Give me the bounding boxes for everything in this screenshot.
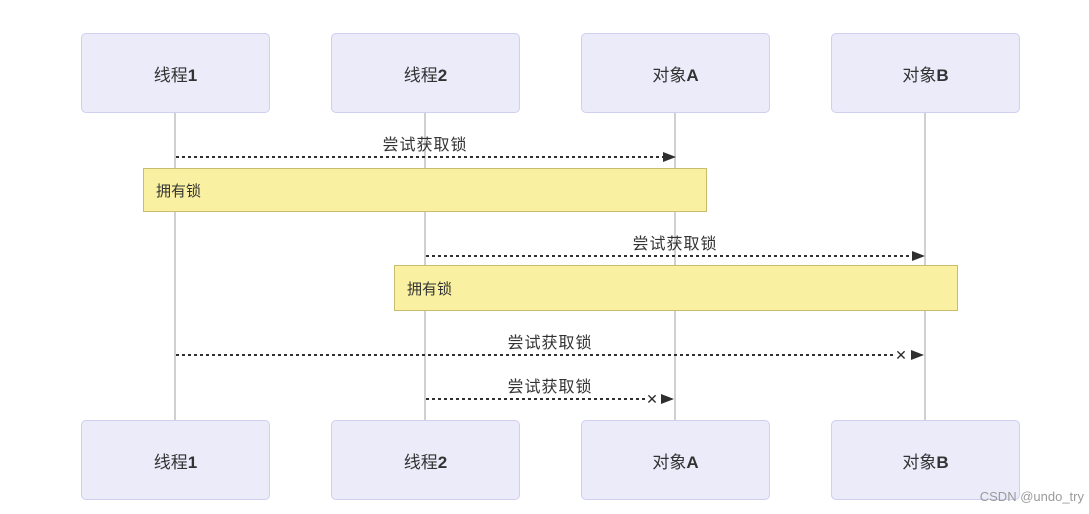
actor-label: 线程2 [403, 452, 448, 472]
message-label-1: 尝试获取锁 [382, 137, 468, 154]
message-line-3 [176, 354, 893, 356]
failed-cross-icon: ✕ [895, 347, 907, 363]
actor-objectA-bottom: 对象A [581, 420, 770, 500]
actor-label: 线程2 [403, 65, 448, 85]
actor-objectB-bottom: 对象B [831, 420, 1020, 500]
message-line-2 [426, 255, 912, 257]
message-label-2: 尝试获取锁 [632, 236, 718, 253]
arrowhead-icon [663, 152, 676, 162]
actor-thread1-bottom: 线程1 [81, 420, 270, 500]
note-label: 拥有锁 [156, 182, 202, 200]
actor-label: 线程1 [153, 65, 198, 85]
actor-thread1-top: 线程1 [81, 33, 270, 113]
actor-label: 对象A [652, 65, 699, 85]
failed-cross-icon: ✕ [646, 391, 658, 407]
lifeline-thread1 [174, 113, 176, 420]
message-label-3: 尝试获取锁 [507, 335, 593, 352]
actor-thread2-top: 线程2 [331, 33, 520, 113]
note-owns-lock-1: 拥有锁 [143, 168, 707, 212]
message-label-4: 尝试获取锁 [507, 379, 593, 396]
note-label: 拥有锁 [407, 280, 453, 298]
actor-label: 线程1 [153, 452, 198, 472]
message-line-4 [426, 398, 645, 400]
actor-thread2-bottom: 线程2 [331, 420, 520, 500]
actor-objectB-top: 对象B [831, 33, 1020, 113]
arrowhead-icon [912, 251, 925, 261]
actor-label: 对象B [902, 452, 949, 472]
actor-label: 对象B [902, 65, 949, 85]
arrowhead-icon [911, 350, 924, 360]
note-owns-lock-2: 拥有锁 [394, 265, 958, 311]
arrowhead-icon [661, 394, 674, 404]
actor-label: 对象A [652, 452, 699, 472]
message-line-1 [176, 156, 663, 158]
actor-objectA-top: 对象A [581, 33, 770, 113]
csdn-watermark: CSDN @undo_try [979, 489, 1084, 504]
